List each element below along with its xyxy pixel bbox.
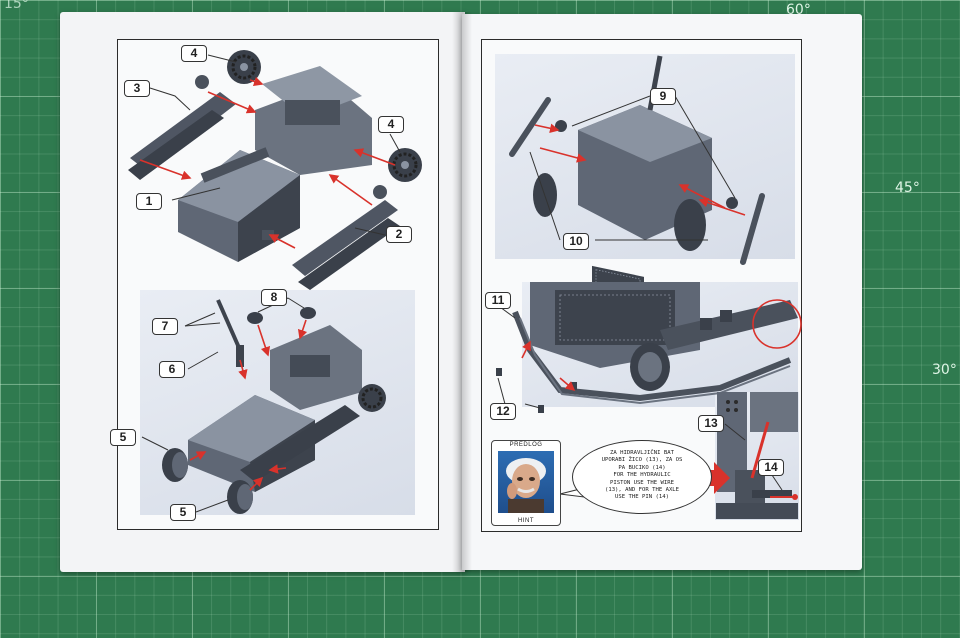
hint-box: PREDLOG HINT [491, 440, 561, 526]
hint-footer: HINT [518, 518, 534, 524]
hint-line: UPORABI ŽICO (13), ZA OS [601, 457, 683, 464]
callout-part-13: 13 [698, 415, 724, 432]
tractor-chassis-part [178, 66, 372, 262]
step2-arrows [189, 319, 308, 491]
track-part-2 [292, 185, 400, 290]
callout-part-5-left: 5 [110, 429, 136, 446]
callout-part-14: 14 [758, 459, 784, 476]
step3-leader-lines [529, 95, 736, 241]
tractor-assembled-step2 [188, 299, 386, 492]
mat-angle-15: 15° [4, 0, 29, 12]
hint-line: (13), AND FOR THE AXLE [604, 487, 680, 494]
pin-head [792, 494, 798, 500]
hint-line: FOR THE HYDRAULIC [613, 472, 671, 479]
callout-part-6: 6 [159, 361, 185, 378]
callout-part-9: 9 [650, 88, 676, 105]
hint-line: USE THE PIN (14) [615, 494, 669, 501]
callout-part-11: 11 [485, 292, 511, 309]
track-part-3 [128, 75, 236, 180]
callout-part-4-right: 4 [378, 116, 404, 133]
part-8-pieces [247, 307, 316, 324]
wheel-part-5-bottom [227, 480, 253, 514]
hint-line: ZA HIDRAVLJIČNI BAT [610, 450, 674, 456]
callout-part-3: 3 [124, 80, 150, 97]
hint-speech-bubble: ZA HIDRAVLJIČNI BAT UPORABI ŽICO (13), Z… [572, 440, 712, 514]
step1-leader-lines [149, 54, 401, 236]
callout-part-2: 2 [386, 226, 412, 243]
callout-part-12: 12 [490, 403, 516, 420]
callout-part-7: 7 [152, 318, 178, 335]
booklet-spine [452, 12, 472, 572]
step1-arrows [139, 76, 396, 249]
mat-angle-30: 30° [932, 362, 957, 378]
callout-part-10: 10 [563, 233, 589, 250]
sprocket-part-4-right [388, 148, 422, 182]
lift-arm-part-right [726, 193, 765, 265]
tractor-underside-step4 [530, 282, 798, 391]
wheel-part-5-left [162, 448, 188, 482]
step4-arrows [521, 340, 576, 392]
callout-part-4-top: 4 [181, 45, 207, 62]
hint-line: PISTON USE THE WIRE [610, 479, 674, 486]
axle-pin-part [262, 230, 274, 240]
detail-highlight-circle [752, 299, 802, 349]
hint-title: PREDLOG [509, 442, 543, 448]
wire-part-13 [750, 421, 770, 479]
hint-portrait [498, 451, 554, 513]
step3-arrows [534, 123, 746, 216]
hint-line: PA BUCIKO (14) [618, 464, 666, 471]
mat-angle-45: 45° [895, 180, 920, 196]
portrait-drawing [506, 458, 546, 513]
callout-part-1: 1 [136, 193, 162, 210]
sprocket-part-4-top [227, 50, 261, 84]
callout-part-5-bottom: 5 [170, 504, 196, 521]
lift-arm-part-left [509, 97, 567, 157]
callout-part-8: 8 [261, 289, 287, 306]
